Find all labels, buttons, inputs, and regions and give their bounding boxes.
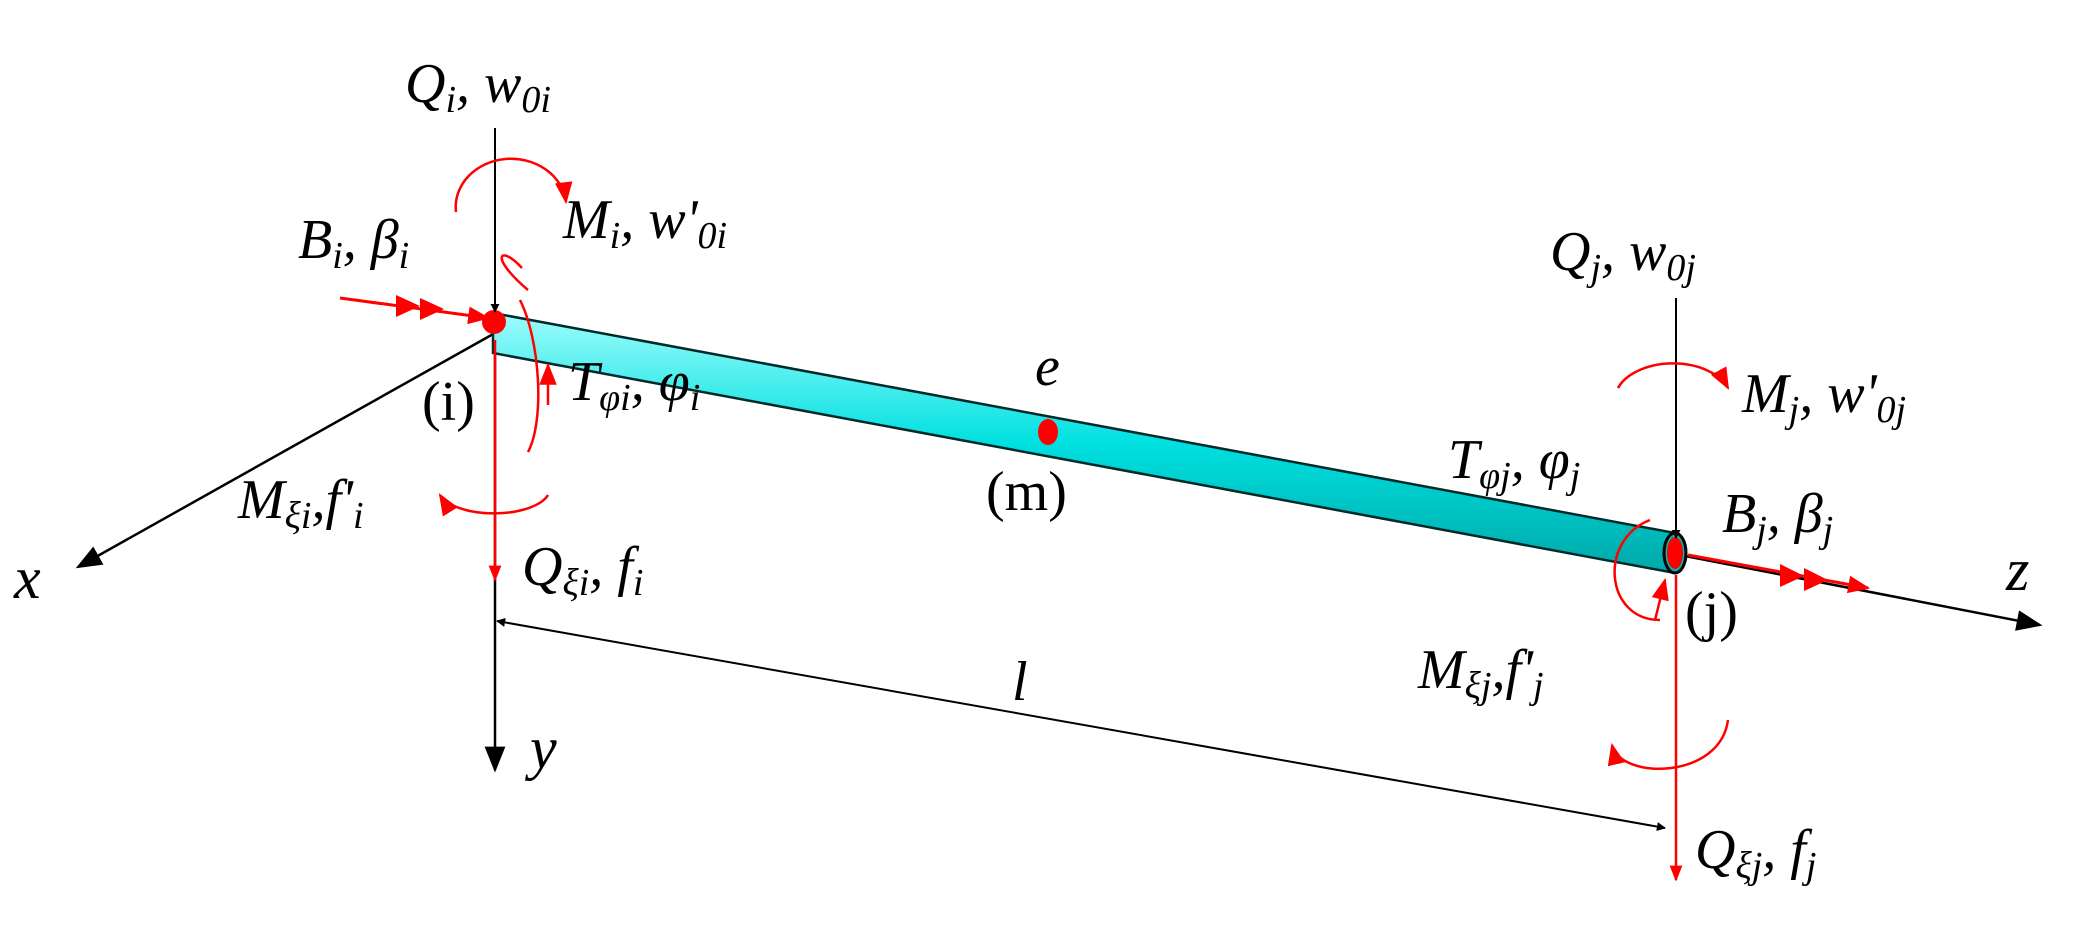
node-j-label: (j) bbox=[1685, 581, 1738, 643]
right-torque-loop bbox=[1613, 518, 1669, 622]
coordinate-axes: x y z bbox=[13, 331, 2043, 781]
right-lateral-force-label: Qξj, fj bbox=[1695, 819, 1816, 887]
right-bimoment-arrow bbox=[1687, 553, 1871, 594]
node-m-point bbox=[1038, 419, 1058, 445]
left-shear-force-label: Qi, w0i bbox=[405, 53, 551, 121]
node-labels: (i) (m) (j) bbox=[422, 371, 1738, 643]
length-label: l bbox=[1012, 651, 1028, 713]
right-bimoment-label: Bj, βj bbox=[1722, 483, 1833, 551]
right-bending-moment-label: Mj, w'0j bbox=[1741, 363, 1906, 431]
beam: e bbox=[482, 310, 1688, 575]
x-axis-label: x bbox=[13, 545, 41, 611]
left-torque-loop bbox=[500, 254, 557, 453]
right-lateral-moment-arrow bbox=[1607, 719, 1730, 770]
right-shear-force-label: Qj, w0j bbox=[1550, 221, 1696, 289]
right-lateral-moment-label: Mξj,f'j bbox=[1417, 639, 1544, 707]
left-bending-moment-label: Mi, w'0i bbox=[562, 189, 727, 257]
left-lateral-force-label: Qξi, fi bbox=[522, 536, 643, 604]
eccentricity-label: e bbox=[1035, 336, 1060, 398]
length-dimension-line bbox=[496, 617, 1666, 832]
z-axis-label: z bbox=[2005, 537, 2029, 603]
right-bending-moment-arrow bbox=[1616, 362, 1730, 390]
left-torque-label: Tφi, φi bbox=[568, 351, 700, 419]
x-axis bbox=[75, 331, 496, 569]
left-lateral-moment-label: Mξi,f'i bbox=[237, 469, 364, 537]
node-i-label: (i) bbox=[422, 371, 475, 433]
left-end-loads: Qi, w0i Mi, w'0i Bi, βi Tφi, φi Mξi,f'i … bbox=[237, 53, 727, 604]
left-bimoment-label: Bi, βi bbox=[298, 209, 409, 277]
node-j-point bbox=[1667, 537, 1683, 569]
right-end-loads: Qj, w0j Mj, w'0j Bj, βj Tφj, φj Mξj,f'j … bbox=[1417, 221, 1906, 887]
node-i-point bbox=[482, 310, 506, 334]
node-m-label: (m) bbox=[986, 461, 1067, 523]
left-bimoment-arrow bbox=[339, 295, 491, 325]
y-axis-label: y bbox=[524, 715, 557, 781]
left-bending-moment-arrow bbox=[454, 157, 573, 213]
length-dimension: l bbox=[496, 617, 1666, 832]
right-torque-label: Tφj, φj bbox=[1448, 429, 1580, 497]
